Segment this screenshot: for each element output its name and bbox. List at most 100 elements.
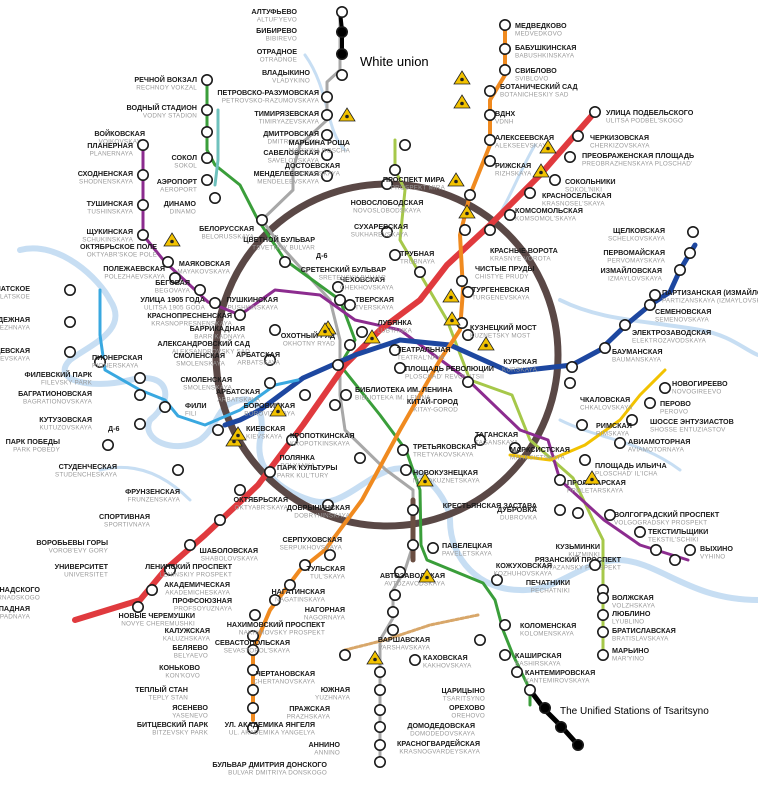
station-marker[interactable] xyxy=(146,583,159,596)
station-marker[interactable] xyxy=(483,109,496,122)
station-marker[interactable] xyxy=(596,608,609,621)
station-marker[interactable] xyxy=(673,263,686,276)
station-marker[interactable] xyxy=(399,463,412,476)
station-marker[interactable] xyxy=(64,283,77,296)
station-marker[interactable] xyxy=(386,623,399,636)
station-marker[interactable] xyxy=(596,648,609,661)
station-krestyanskaya[interactable]: КРЕСТЬЯНСКАЯ ЗАСТАВА xyxy=(443,501,566,516)
station-marker[interactable] xyxy=(247,643,260,656)
station-marker[interactable] xyxy=(548,174,561,187)
station-marker[interactable] xyxy=(571,130,584,143)
station-marker[interactable] xyxy=(339,388,352,401)
station-marker[interactable] xyxy=(234,483,247,496)
station-marker[interactable] xyxy=(338,648,351,661)
station-marker[interactable] xyxy=(473,433,486,446)
station-marker[interactable] xyxy=(320,109,333,122)
station-marker[interactable] xyxy=(625,413,638,426)
station-marker[interactable] xyxy=(498,648,511,661)
station-marker[interactable] xyxy=(388,588,401,601)
station-marker[interactable] xyxy=(563,376,576,389)
station-marker[interactable] xyxy=(94,355,107,368)
station-marker[interactable] xyxy=(643,298,656,311)
station-marker[interactable] xyxy=(331,280,344,293)
station-marker[interactable] xyxy=(335,25,348,38)
station-marker[interactable] xyxy=(490,573,503,586)
station-marker[interactable] xyxy=(353,451,366,464)
station-marker[interactable] xyxy=(503,209,516,222)
station-marker[interactable] xyxy=(398,139,411,152)
station-marker[interactable] xyxy=(249,608,262,621)
station-marker[interactable] xyxy=(683,247,696,260)
station-marker[interactable] xyxy=(209,296,222,309)
station-marker[interactable] xyxy=(331,358,344,371)
station-marker[interactable] xyxy=(373,738,386,751)
station-marker[interactable] xyxy=(102,438,115,451)
station-marker[interactable] xyxy=(201,104,214,117)
station-marker[interactable] xyxy=(380,178,393,191)
station-marker[interactable] xyxy=(373,703,386,716)
station-marker[interactable] xyxy=(209,192,222,205)
station-marker[interactable] xyxy=(618,318,631,331)
station-marker[interactable] xyxy=(538,701,551,714)
station-marker[interactable] xyxy=(406,503,419,516)
station-marker[interactable] xyxy=(320,149,333,162)
station-marker[interactable] xyxy=(132,600,145,613)
station-marker[interactable] xyxy=(633,525,646,538)
station-marker[interactable] xyxy=(683,543,696,556)
station-marker[interactable] xyxy=(571,506,584,519)
station-vernadskogo[interactable]: ПРОСПЕКТ ВЕРНАДСКОГОPROSPEKT VERNADSKOGO xyxy=(0,583,159,602)
station-marker[interactable] xyxy=(523,187,536,200)
station-marker[interactable] xyxy=(134,371,147,384)
station-marker[interactable] xyxy=(355,325,368,338)
station-marker[interactable] xyxy=(553,503,566,516)
station-marker[interactable] xyxy=(461,285,474,298)
